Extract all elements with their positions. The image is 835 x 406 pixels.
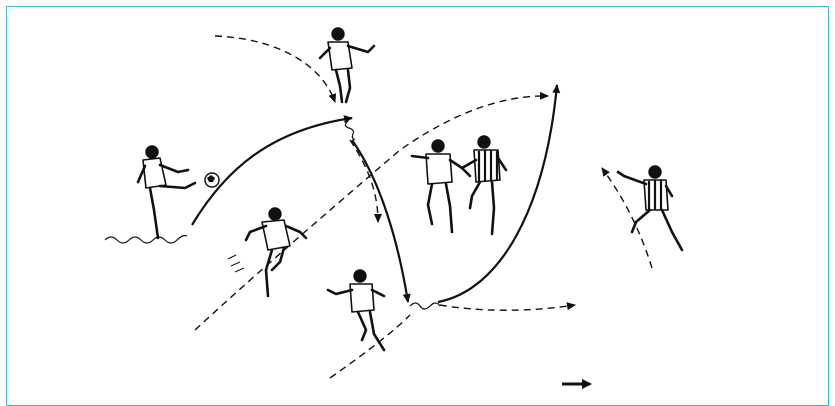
run-line-top-receiver [215,36,335,102]
ground-squiggle-bottom [410,303,440,309]
player-receiver-top [320,28,374,102]
player-defender-2 [462,136,506,234]
legend-arrow-icon [562,379,592,389]
play-diagram [0,0,835,393]
run-line-bottom-right [440,305,575,310]
player-defender-1 [412,140,462,232]
run-line-bottom-runner [330,315,410,378]
ground-squiggle-kicker [105,236,187,244]
player-kicker [138,146,219,238]
player-runner-left [228,208,306,296]
player-runner-bottom [328,270,384,350]
